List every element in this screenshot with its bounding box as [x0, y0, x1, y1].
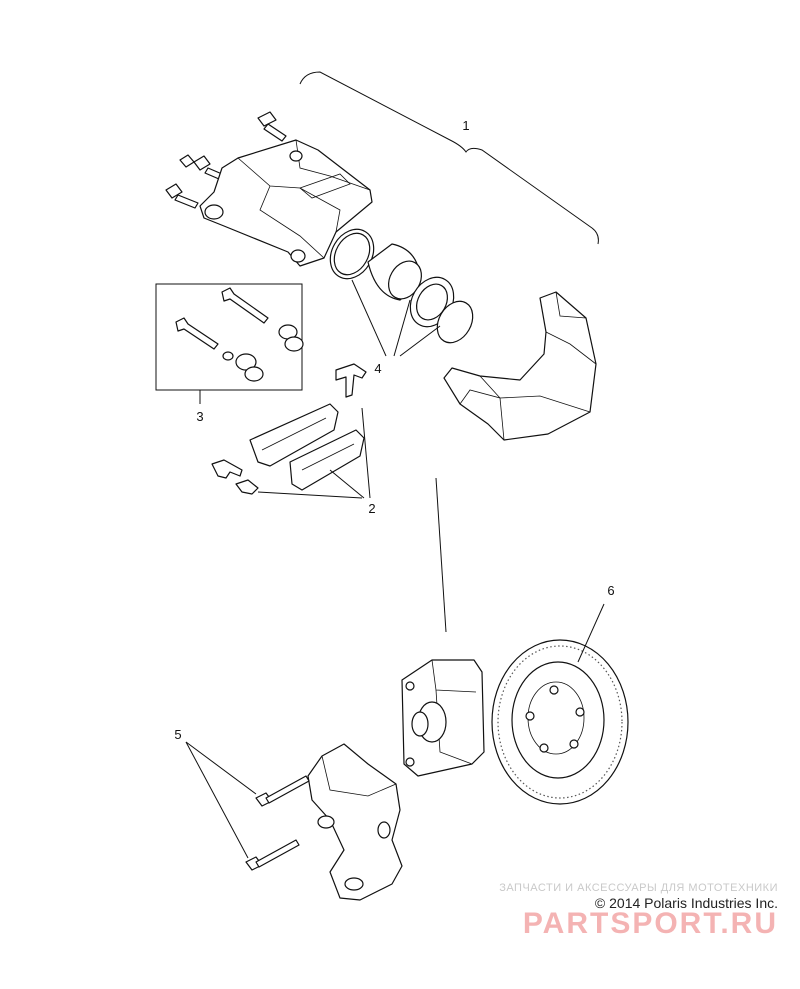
callout-2: 2	[368, 501, 375, 516]
slide-pin-kit: 3	[155, 283, 304, 424]
callout-5: 5	[174, 727, 181, 742]
callout-6: 6	[607, 583, 614, 598]
watermark-tagline: ЗАПЧАСТИ И АКСЕССУАРЫ ДЛЯ МОТОТЕХНИКИ	[499, 882, 778, 894]
footer-watermark: ЗАПЧАСТИ И АКСЕССУАРЫ ДЛЯ МОТОТЕХНИКИ © …	[499, 882, 778, 941]
brake-disc: 6	[491, 583, 629, 805]
brake-pad-set	[211, 363, 367, 495]
caliper-body	[199, 139, 373, 267]
callout-1: 1	[462, 118, 469, 133]
callout-1-bracket: 1	[299, 71, 599, 245]
steering-knuckle	[307, 743, 403, 901]
knuckle-bolts: 5	[174, 727, 310, 871]
watermark-site: PARTSPORT.RU	[522, 907, 778, 940]
caliper-bolt-lower	[165, 183, 199, 209]
copyright-notice: © 2014 Polaris Industries Inc.	[594, 895, 778, 911]
hub-caliper-assembly	[401, 659, 485, 777]
bleeder-valve	[179, 154, 223, 180]
callout-4-leaders: 4	[351, 279, 441, 376]
callout-3: 3	[196, 409, 203, 424]
callout-4: 4	[374, 361, 381, 376]
callout-2-leaders: 2	[257, 407, 376, 516]
assembly-leader-line	[435, 477, 447, 633]
caliper-mounting-bracket	[443, 291, 597, 441]
caliper-bolt-upper	[257, 111, 287, 142]
piston-seal-kit	[329, 228, 474, 344]
